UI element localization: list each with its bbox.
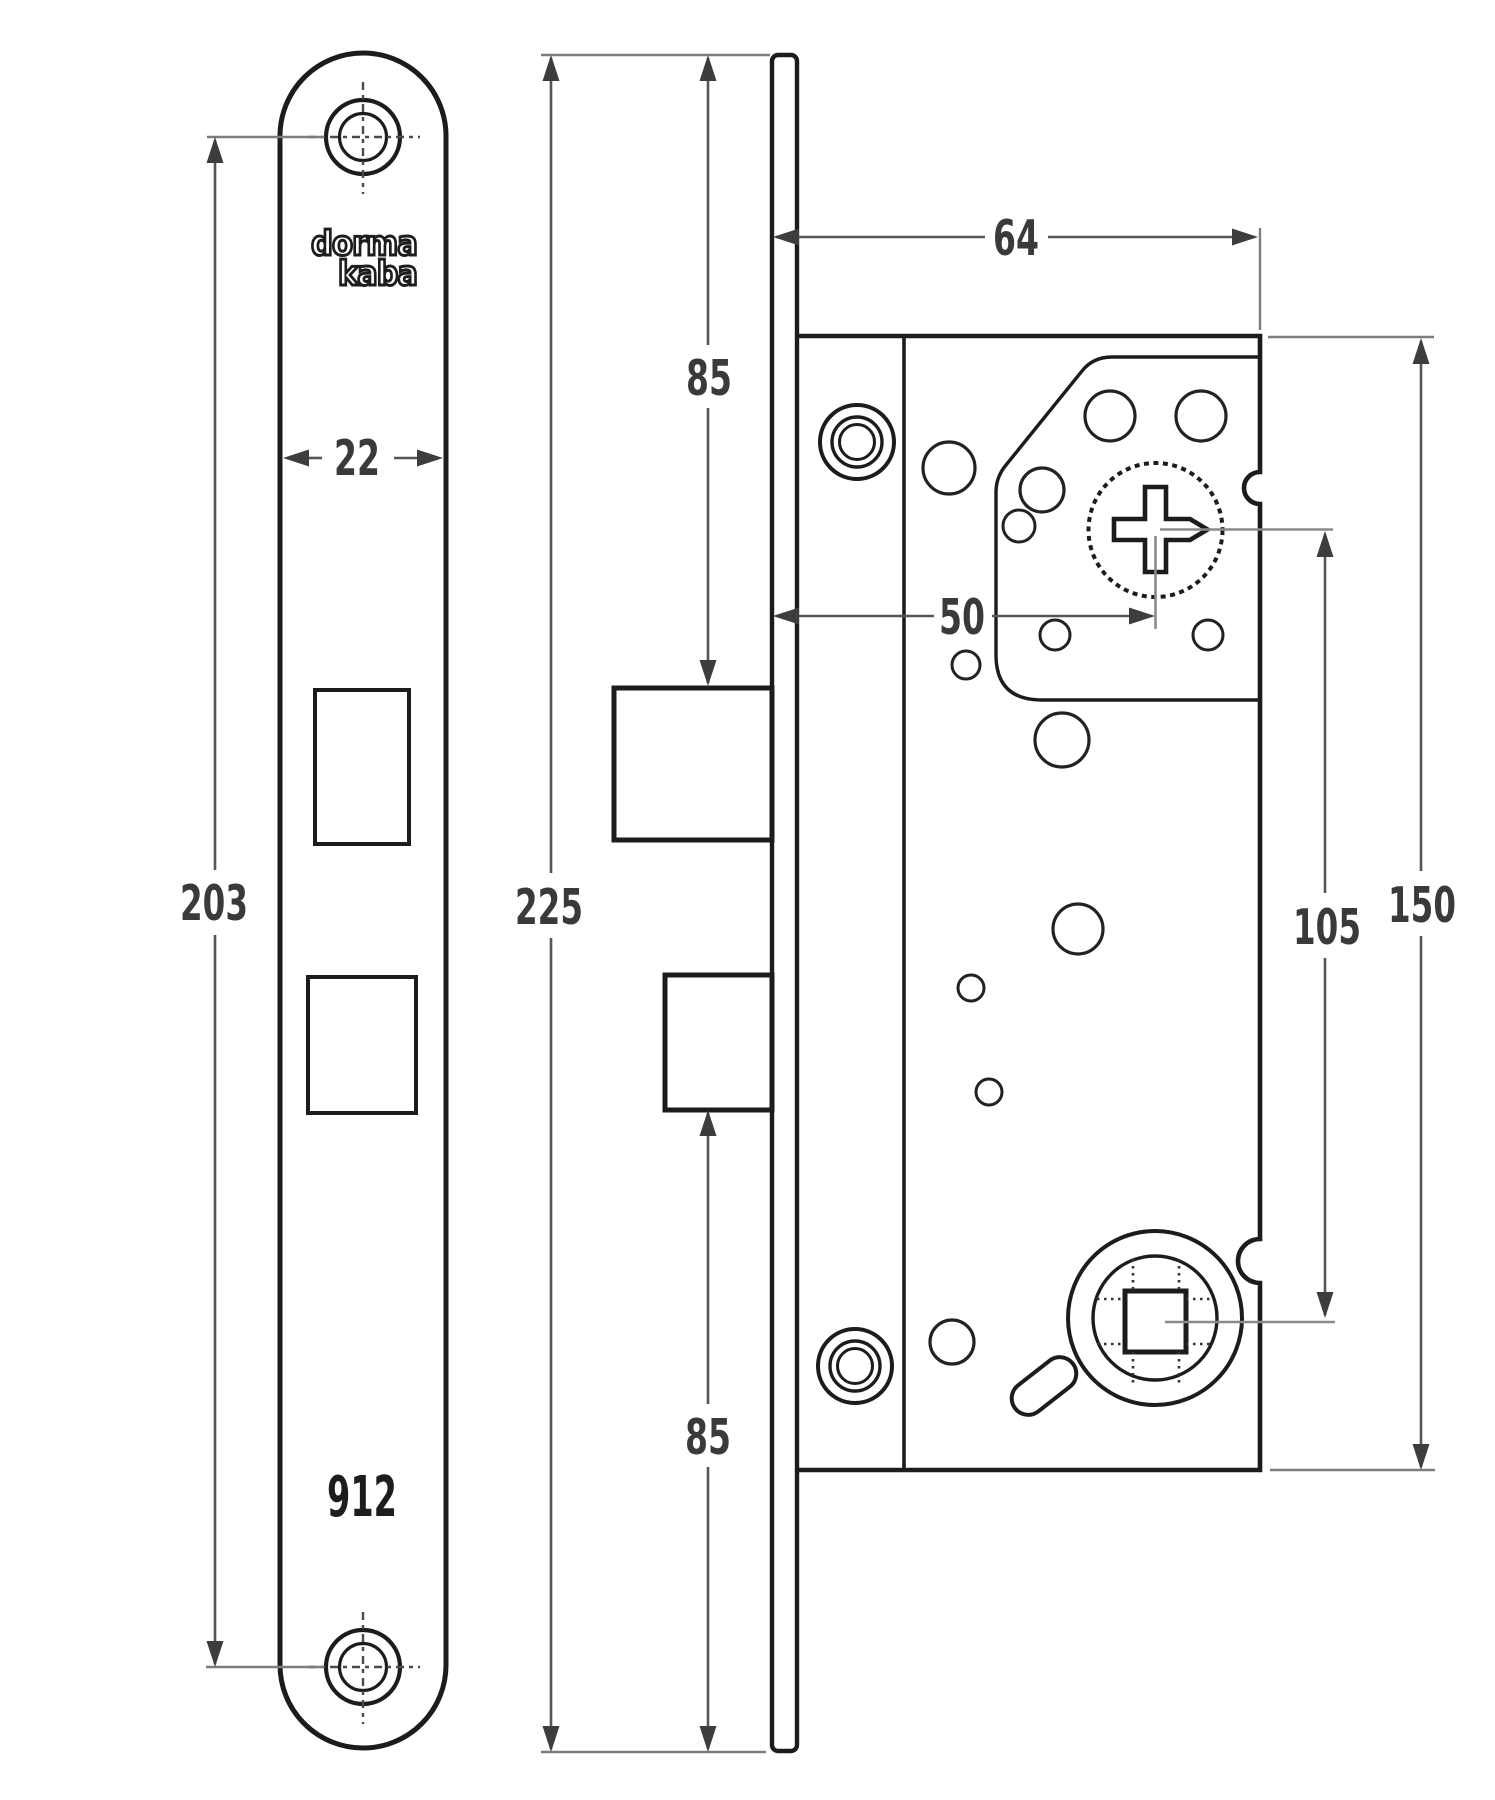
case-hole	[1174, 389, 1228, 443]
arrowhead-left	[283, 449, 309, 467]
cylinder-fixing-screw	[1086, 461, 1333, 629]
oblong-slot-shape	[1009, 1355, 1079, 1417]
case-hole	[1051, 902, 1105, 956]
spindle-centerlines	[1097, 1259, 1214, 1384]
dimension-label-64: 64	[993, 210, 1039, 267]
forend-strip	[769, 52, 800, 1754]
fixing-bushing-top	[818, 403, 896, 481]
latch-bolt	[611, 685, 775, 843]
case-hole	[956, 973, 986, 1003]
arrowhead-down	[699, 1726, 717, 1752]
dimension-label-85-top: 85	[686, 350, 732, 407]
faceplate-outline	[277, 50, 449, 1751]
bushing-inner-circle	[838, 423, 876, 461]
dimension-label-22: 22	[334, 430, 380, 487]
case-hole	[1038, 618, 1072, 652]
bushing-middle-circle	[828, 1339, 882, 1393]
dimension-deadbolt-to-bottom: 85	[685, 1110, 731, 1752]
deadbolt	[662, 972, 775, 1113]
arrowhead-down	[699, 660, 717, 686]
case-hole	[921, 440, 977, 496]
arrowhead-down	[542, 1726, 560, 1752]
faceplate-latch-cutout	[313, 688, 411, 846]
dimension-label-105: 105	[1293, 899, 1361, 956]
dimension-case-height: 150	[1268, 335, 1456, 1472]
dimension-label-225: 225	[515, 879, 583, 936]
dimension-label-85-bottom: 85	[685, 1409, 731, 1466]
dimension-backset: 50	[773, 589, 1155, 646]
arrowhead-up	[1316, 531, 1334, 557]
arrowhead-left	[773, 607, 799, 625]
bushing-outer-circle	[818, 403, 896, 481]
screw-hole-inner-circle	[337, 1641, 389, 1693]
case-hole	[1033, 711, 1091, 769]
arrowhead-left	[773, 228, 799, 246]
arrowhead-right	[417, 449, 443, 467]
dimension-label-203: 203	[180, 875, 248, 932]
arrowhead-up	[206, 137, 224, 163]
faceplate-screw-hole-bottom	[308, 1612, 420, 1724]
arrowhead-up	[542, 55, 560, 81]
arrowhead-down	[1412, 1444, 1430, 1470]
cylinder-island-contour	[994, 355, 1260, 702]
oblong-slot	[1009, 1355, 1079, 1417]
dimension-top-to-latch: 85	[686, 55, 732, 686]
lock-side-view: 225 85 85 64	[515, 52, 1456, 1754]
case-hole	[974, 1077, 1004, 1107]
dimension-screw-hole-spacing: 203	[180, 135, 324, 1669]
dimension-faceplate-width: 22	[283, 430, 443, 487]
arrowhead-right	[1232, 228, 1258, 246]
dimension-case-depth: 64	[773, 210, 1262, 330]
case-hole	[1083, 389, 1137, 443]
case-hole	[950, 649, 982, 681]
lock-case	[797, 333, 1335, 1473]
dimension-label-150: 150	[1388, 877, 1456, 934]
follower-outer-circle	[1066, 1229, 1244, 1407]
faceplate-screw-hole-top	[308, 82, 420, 194]
dimension-label-50: 50	[939, 589, 985, 646]
case-hole	[1191, 618, 1225, 652]
dimension-cylinder-to-spindle: 105	[1293, 531, 1361, 1318]
spindle-follower	[1066, 1229, 1335, 1407]
logo-dorma: dorma	[311, 224, 417, 264]
case-hole	[1018, 466, 1066, 514]
fixing-bushing-bottom	[816, 1327, 894, 1405]
dimension-forend-height: 225	[515, 53, 770, 1754]
arrowhead-down	[1316, 1292, 1334, 1318]
faceplate-deadbolt-cutout	[306, 975, 418, 1115]
arrowhead-down	[206, 1641, 224, 1667]
logo-kaba: kaba	[338, 254, 417, 294]
arrowhead-up	[699, 55, 717, 81]
bushing-inner-circle	[836, 1347, 874, 1385]
bushing-middle-circle	[830, 415, 884, 469]
screw-hole-inner-circle	[337, 111, 389, 163]
faceplate-front-view: dorma kaba 912 22 203	[180, 50, 449, 1751]
arrowhead-up	[699, 1110, 717, 1136]
arrowhead-right	[1129, 607, 1155, 625]
case-hole	[928, 1318, 976, 1366]
bushing-outer-circle	[816, 1327, 894, 1405]
follower-inner-circle	[1091, 1254, 1219, 1382]
lock-case-outline	[797, 333, 1263, 1473]
case-hole	[1001, 508, 1037, 544]
model-number: 912	[327, 1465, 397, 1530]
arrowhead-up	[1412, 338, 1430, 364]
